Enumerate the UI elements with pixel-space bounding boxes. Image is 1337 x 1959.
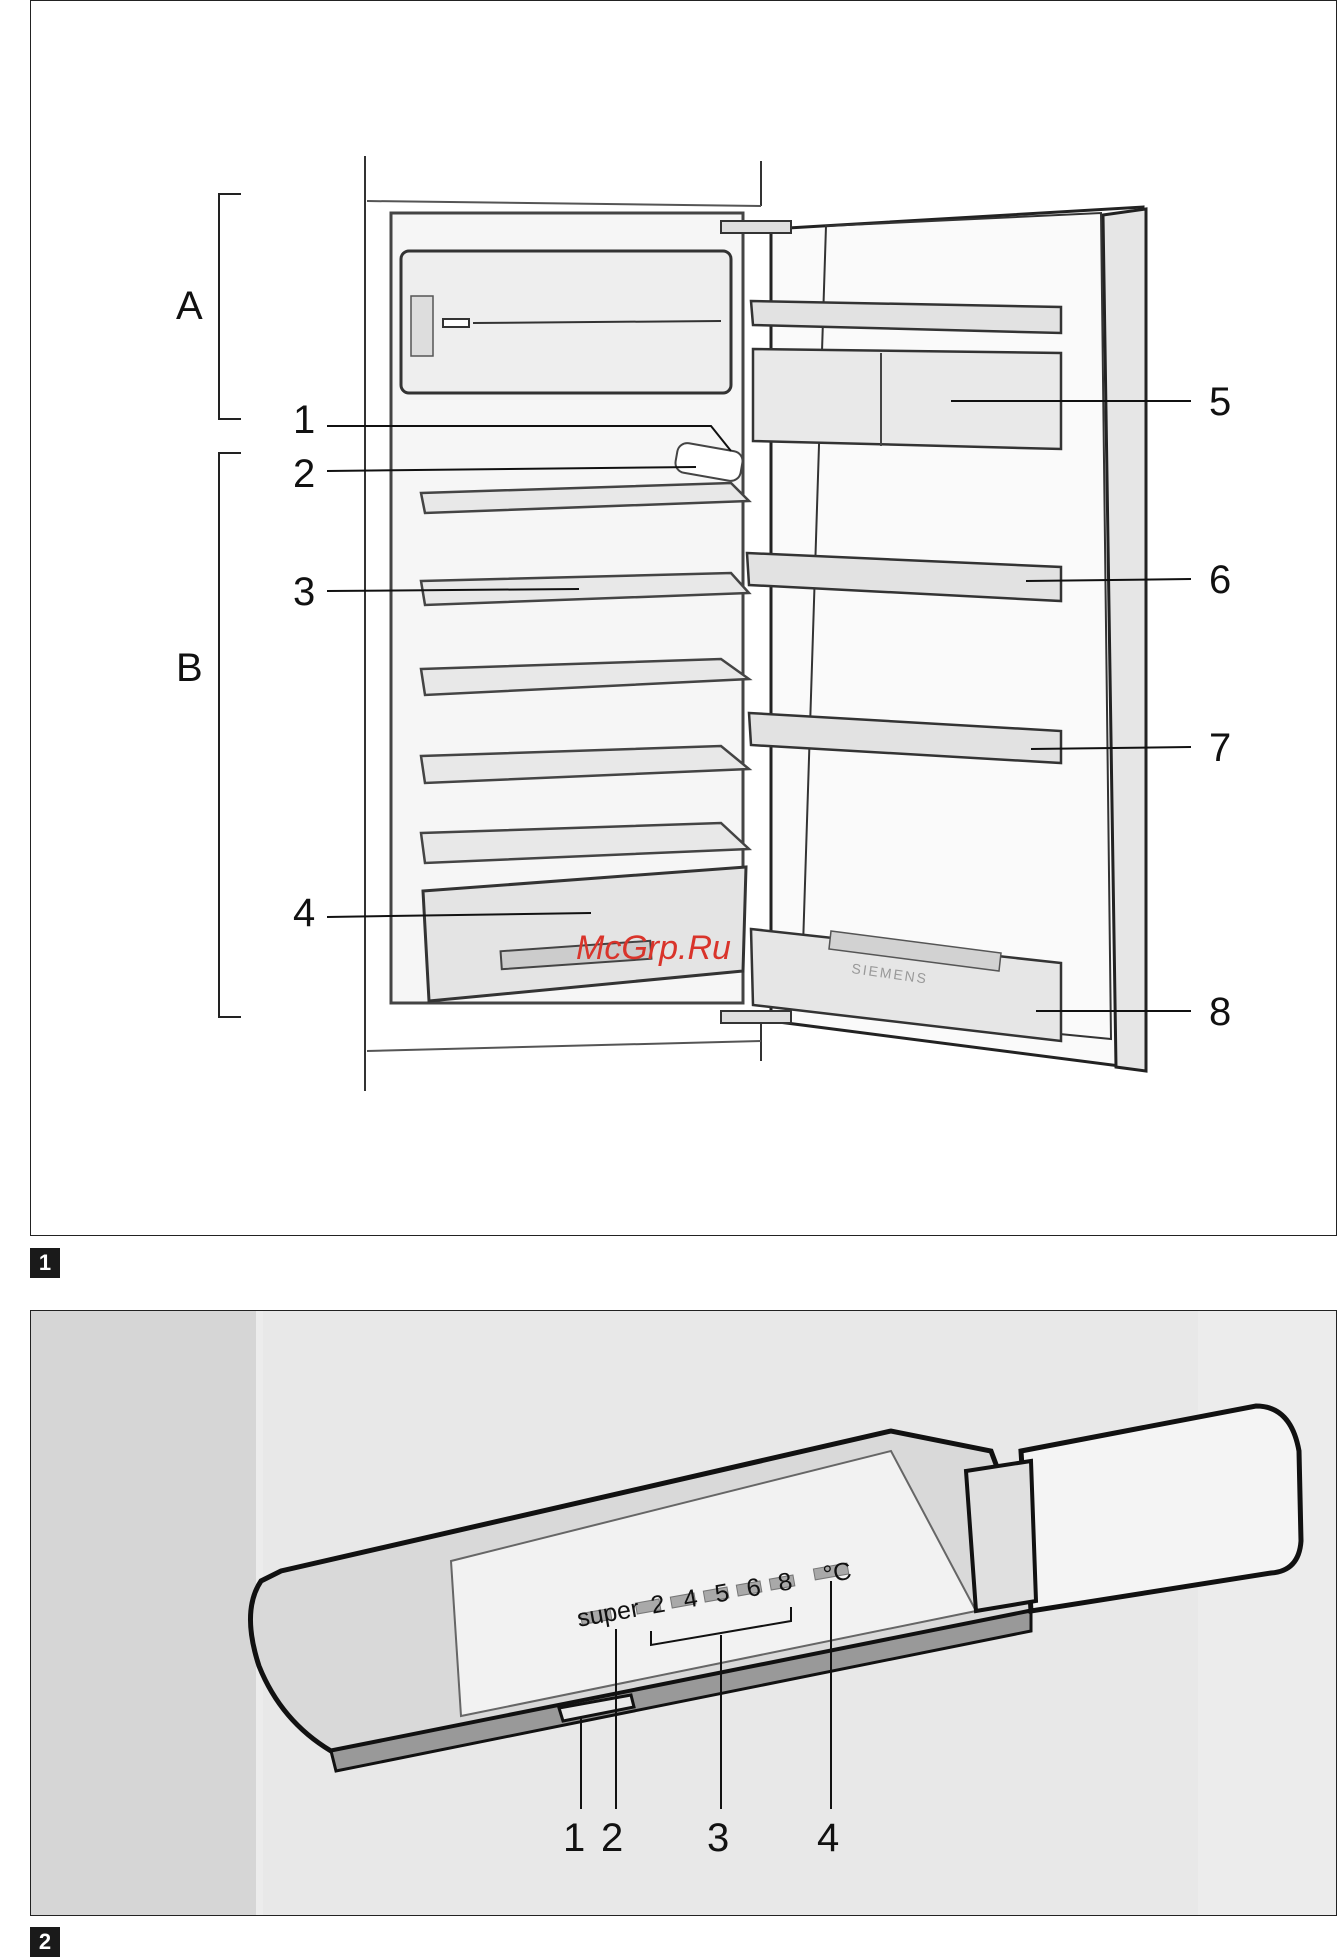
section-b-bracket — [219, 453, 241, 1017]
control-panel-illustration: super 2 4 5 6 8 °C 1 2 3 4 — [31, 1311, 1336, 1915]
callout-5: 5 — [1209, 380, 1231, 424]
cabinet-top-line — [367, 201, 761, 206]
cabinet-bottom-line — [367, 1041, 761, 1051]
figure-2-number: 2 — [30, 1927, 60, 1957]
callout-1: 1 — [293, 398, 315, 442]
door-hinge-bottom — [721, 1011, 791, 1023]
callout-fig2-4: 4 — [817, 1816, 839, 1860]
fridge-interior-illustration: SIEMENS A B 1 2 3 4 5 6 7 8 McGrp.Ru — [31, 1, 1336, 1235]
door-hinge-top — [721, 221, 791, 233]
freezer-indicator — [443, 319, 469, 327]
door-compartment — [753, 349, 1061, 449]
callout-8: 8 — [1209, 990, 1231, 1034]
figure-2-panel: super 2 4 5 6 8 °C 1 2 3 4 — [30, 1310, 1337, 1916]
freezer-handle — [411, 296, 433, 356]
callout-4: 4 — [293, 891, 315, 935]
label-celsius: °C — [821, 1557, 853, 1589]
section-a-label: A — [176, 284, 203, 328]
callout-fig2-3: 3 — [707, 1816, 729, 1860]
callout-fig2-2: 2 — [601, 1816, 623, 1860]
watermark: McGrp.Ru — [576, 929, 731, 967]
callout-2: 2 — [293, 452, 315, 496]
figure-1-panel: SIEMENS A B 1 2 3 4 5 6 7 8 McGrp.Ru — [30, 0, 1337, 1236]
light-cover-joint — [966, 1461, 1036, 1611]
callout-3: 3 — [293, 570, 315, 614]
callout-6: 6 — [1209, 558, 1231, 602]
callout-fig2-1: 1 — [563, 1816, 585, 1860]
figure-1-number: 1 — [30, 1248, 60, 1278]
background-shade-left — [31, 1311, 256, 1915]
section-b-label: B — [176, 646, 203, 690]
section-a-bracket — [219, 194, 241, 419]
callout-7: 7 — [1209, 726, 1231, 770]
